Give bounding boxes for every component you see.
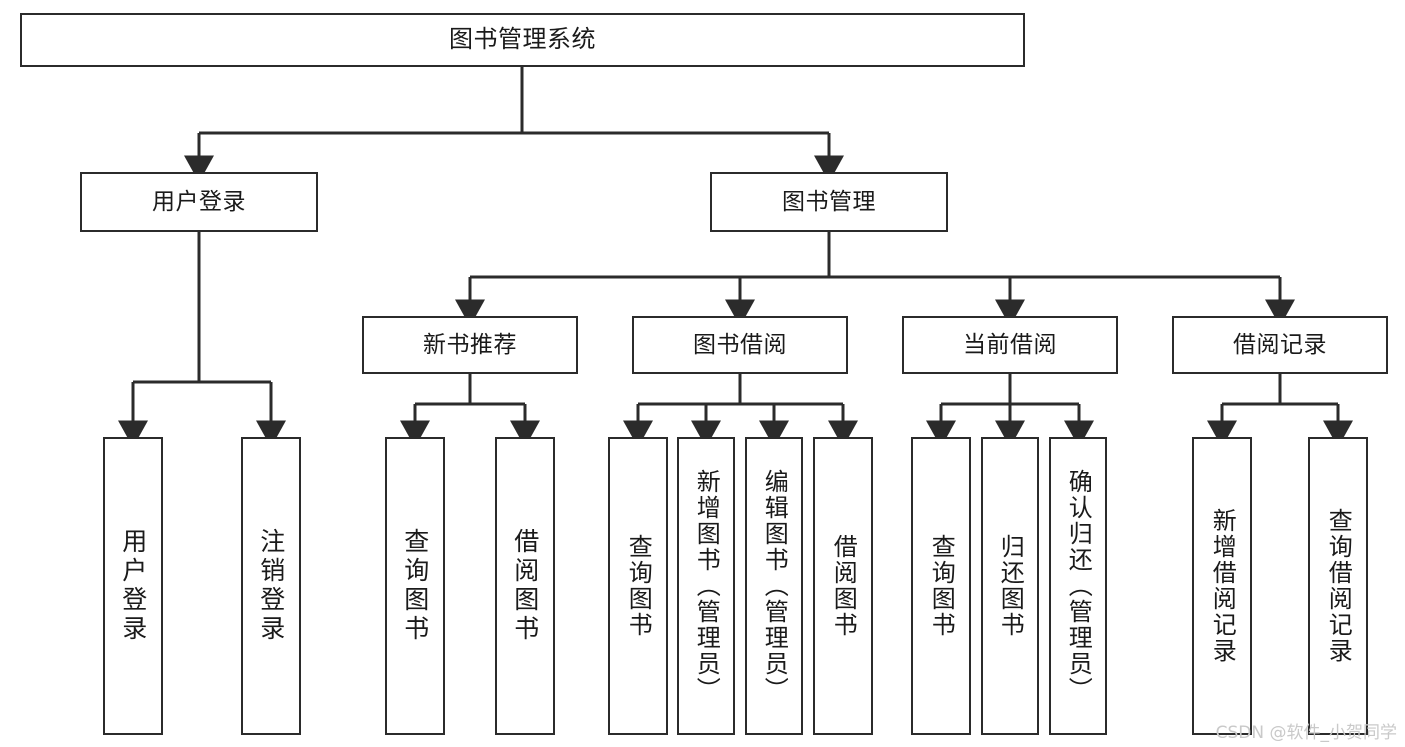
node-current-borrow[interactable]: 当前借阅 (902, 316, 1118, 374)
node-label: 借阅图书 (829, 534, 858, 638)
node-root-system[interactable]: 图书管理系统 (20, 13, 1025, 67)
leaf-borrow-book-2[interactable]: 借阅图书 (813, 437, 873, 735)
node-label: 当前借阅 (963, 331, 1057, 358)
node-label: 图书管理 (782, 188, 876, 215)
node-book-borrow[interactable]: 图书借阅 (632, 316, 848, 374)
node-label: 归还图书 (996, 534, 1025, 638)
node-label: 查询图书 (400, 528, 430, 644)
node-label: 用户登录 (152, 188, 246, 215)
node-label: 编辑图书（管理员） (760, 469, 789, 703)
node-user-login[interactable]: 用户登录 (80, 172, 318, 232)
node-label: 新增借阅记录 (1208, 508, 1237, 664)
node-book-management[interactable]: 图书管理 (710, 172, 948, 232)
watermark-text: CSDN @软件_小贺同学 (1215, 723, 1397, 743)
node-label: 图书借阅 (693, 331, 787, 358)
leaf-query-book-2[interactable]: 查询图书 (608, 437, 668, 735)
leaf-edit-book[interactable]: 编辑图书（管理员） (745, 437, 803, 735)
leaf-add-book[interactable]: 新增图书（管理员） (677, 437, 735, 735)
node-label: 查询借阅记录 (1324, 508, 1353, 664)
node-label: 图书管理系统 (449, 25, 596, 54)
node-label: 查询图书 (624, 534, 653, 638)
leaf-borrow-book-1[interactable]: 借阅图书 (495, 437, 555, 735)
node-label: 新书推荐 (423, 331, 517, 358)
node-label: 用户登录 (118, 528, 148, 644)
node-label: 查询图书 (927, 534, 956, 638)
leaf-user-login[interactable]: 用户登录 (103, 437, 163, 735)
node-label: 注销登录 (256, 528, 286, 644)
leaf-confirm-return[interactable]: 确认归还（管理员） (1049, 437, 1107, 735)
leaf-add-record[interactable]: 新增借阅记录 (1192, 437, 1252, 735)
node-new-book-recommend[interactable]: 新书推荐 (362, 316, 578, 374)
node-label: 确认归还（管理员） (1064, 469, 1093, 703)
node-label: 借阅记录 (1233, 331, 1327, 358)
node-label: 借阅图书 (510, 528, 540, 644)
leaf-query-book-3[interactable]: 查询图书 (911, 437, 971, 735)
leaf-query-book-1[interactable]: 查询图书 (385, 437, 445, 735)
node-label: 新增图书（管理员） (692, 469, 721, 703)
leaf-return-book[interactable]: 归还图书 (981, 437, 1039, 735)
leaf-query-record[interactable]: 查询借阅记录 (1308, 437, 1368, 735)
node-borrow-record[interactable]: 借阅记录 (1172, 316, 1388, 374)
leaf-logout[interactable]: 注销登录 (241, 437, 301, 735)
